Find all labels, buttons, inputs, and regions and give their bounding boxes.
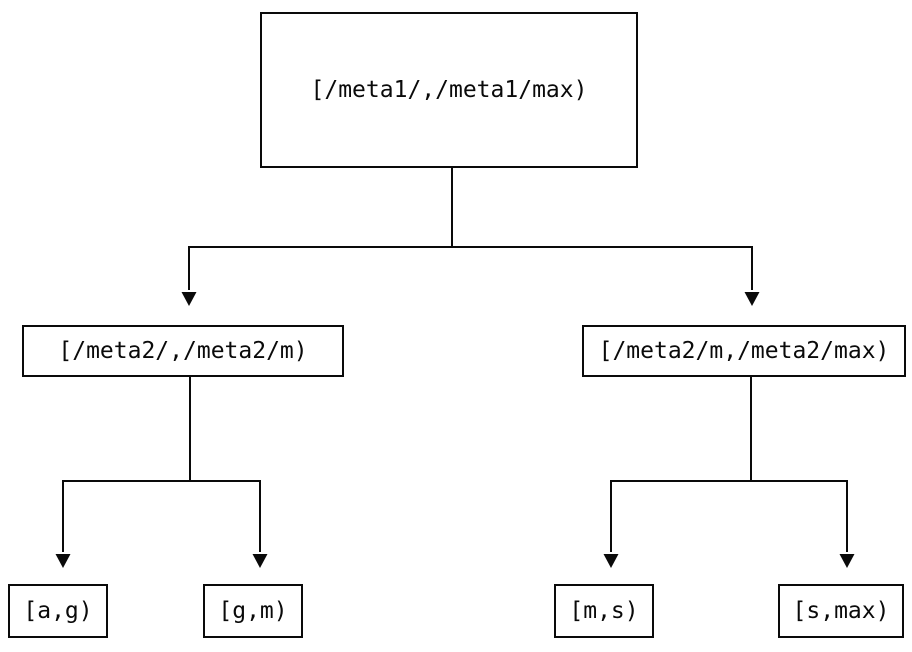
node-root: [/meta1/,/meta1/max) (260, 12, 638, 168)
node-meta2-right: [/meta2/m,/meta2/max) (582, 325, 906, 377)
arrow-down-icon (181, 292, 197, 306)
arrow-down-icon (55, 554, 71, 568)
arrow-down-icon (744, 292, 760, 306)
arrow-down-icon (603, 554, 619, 568)
node-leaf-s-max: [s,max) (778, 584, 904, 638)
node-leaf-a-g-label: [a,g) (23, 598, 93, 624)
node-leaf-m-s: [m,s) (554, 584, 654, 638)
node-meta2-left: [/meta2/,/meta2/m) (22, 325, 344, 377)
arrow-down-icon (252, 554, 268, 568)
node-leaf-s-max-label: [s,max) (792, 598, 890, 624)
node-leaf-g-m-label: [g,m) (218, 598, 288, 624)
node-meta2-left-label: [/meta2/,/meta2/m) (58, 338, 308, 364)
node-leaf-m-s-label: [m,s) (569, 598, 639, 624)
arrow-down-icon (839, 554, 855, 568)
node-leaf-g-m: [g,m) (203, 584, 303, 638)
node-root-label: [/meta1/,/meta1/max) (310, 77, 588, 103)
node-leaf-a-g: [a,g) (8, 584, 108, 638)
node-meta2-right-label: [/meta2/m,/meta2/max) (598, 338, 890, 364)
